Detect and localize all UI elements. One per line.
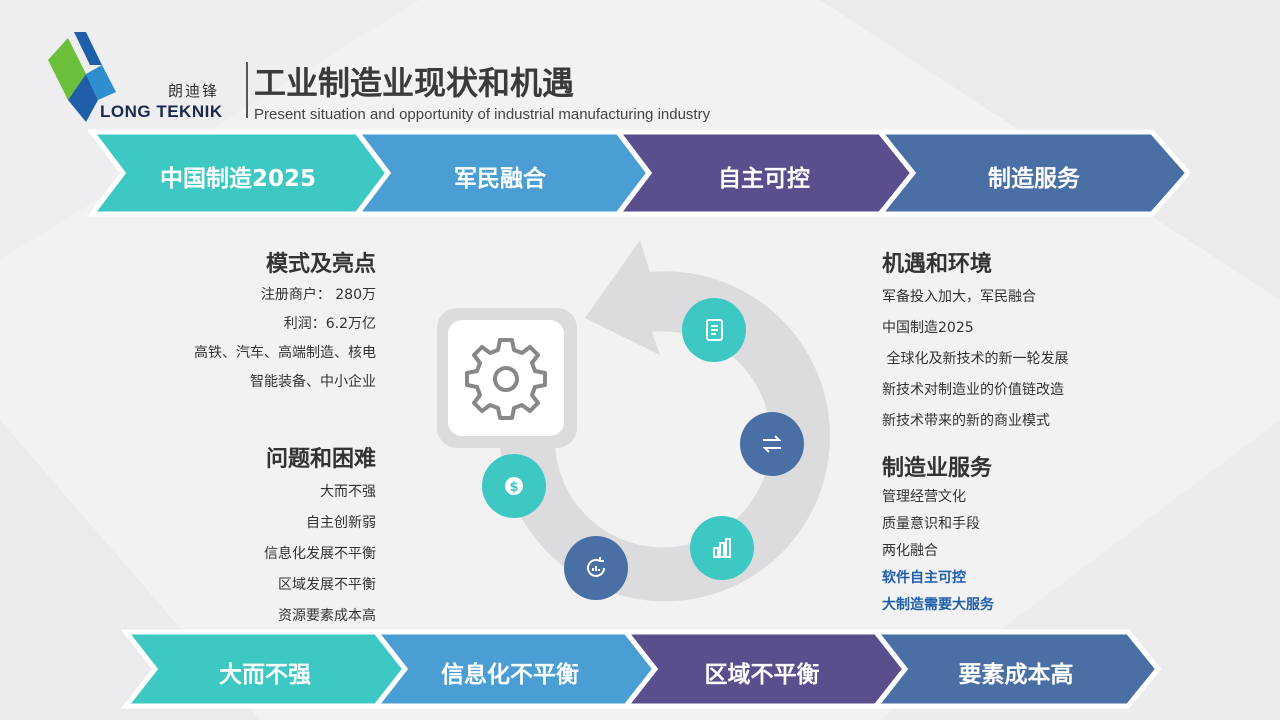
list-item: 新技术带来的新的商业模式 xyxy=(882,413,1050,429)
header-divider xyxy=(246,62,248,118)
top-arrow-4 xyxy=(874,129,1192,217)
page-title: 工业制造业现状和机遇 xyxy=(254,64,575,102)
bottom-arrow-label-2: 信息化不平衡 xyxy=(441,662,579,688)
list-item-highlight: 软件自主可控 xyxy=(882,570,966,586)
list-item: 质量意识和手段 xyxy=(882,516,980,532)
gear-icon xyxy=(465,338,547,420)
top-arrow-label-4: 制造服务 xyxy=(988,166,1080,192)
gear-box xyxy=(448,320,564,436)
list-item: 管理经营文化 xyxy=(882,489,966,505)
building-chart-circle xyxy=(690,516,754,580)
list-item: 资源要素成本高 xyxy=(278,608,376,624)
notebook-icon xyxy=(706,319,723,341)
list-item: 智能装备、中小企业 xyxy=(250,374,376,390)
company-logo xyxy=(48,32,116,122)
bottom-arrow-label-4: 要素成本高 xyxy=(958,662,1074,688)
top-arrow-label-1: 中国制造2025 xyxy=(159,166,316,192)
top-arrow-label-3: 自主可控 xyxy=(718,166,810,192)
list-item: 中国制造2025 xyxy=(882,320,974,336)
list-item: 大而不强 xyxy=(320,484,376,500)
right-heading-2: 制造业服务 xyxy=(882,456,993,481)
left-heading-2: 问题和困难 xyxy=(265,447,376,472)
building-chart-icon xyxy=(713,538,731,558)
brand-chinese-name: 朗迪锋 xyxy=(168,82,220,100)
list-item: 全球化及新技术的新一轮发展 xyxy=(882,351,1069,367)
list-item-highlight: 大制造需要大服务 xyxy=(882,597,994,613)
dollar-gear-icon: $ xyxy=(505,477,523,495)
bottom-arrow-4 xyxy=(870,629,1162,709)
exchange-circle xyxy=(740,412,804,476)
list-item: 两化融合 xyxy=(882,543,938,559)
list-item: 高铁、汽车、高端制造、核电 xyxy=(194,345,376,361)
exchange-icon xyxy=(762,435,782,453)
list-item: 新技术对制造业的价值链改造 xyxy=(882,382,1064,398)
right-heading-1: 机遇和环境 xyxy=(882,252,993,277)
svg-text:$: $ xyxy=(509,480,518,495)
list-item: 自主创新弱 xyxy=(306,515,376,531)
left-heading-1: 模式及亮点 xyxy=(265,252,376,277)
list-item: 区域发展不平衡 xyxy=(278,577,376,593)
refresh-chart-circle xyxy=(564,536,628,600)
page-subtitle: Present situation and opportunity of ind… xyxy=(254,106,711,123)
top-arrow-label-2: 军民融合 xyxy=(454,166,546,192)
refresh-chart-icon xyxy=(587,557,605,577)
dollar-gear-circle: $ xyxy=(482,454,546,518)
notebook-circle xyxy=(682,298,746,362)
list-item: 利润：6.2万亿 xyxy=(283,316,376,332)
list-item: 信息化发展不平衡 xyxy=(264,546,376,562)
list-item: 军备投入加大，军民融合 xyxy=(882,289,1036,305)
bottom-arrow-label-1: 大而不强 xyxy=(219,662,311,688)
list-item: 注册商户： 280万 xyxy=(260,287,376,303)
brand-english-name: LONG TEKNIK xyxy=(100,102,223,121)
bottom-arrow-label-3: 区域不平衡 xyxy=(704,662,820,688)
